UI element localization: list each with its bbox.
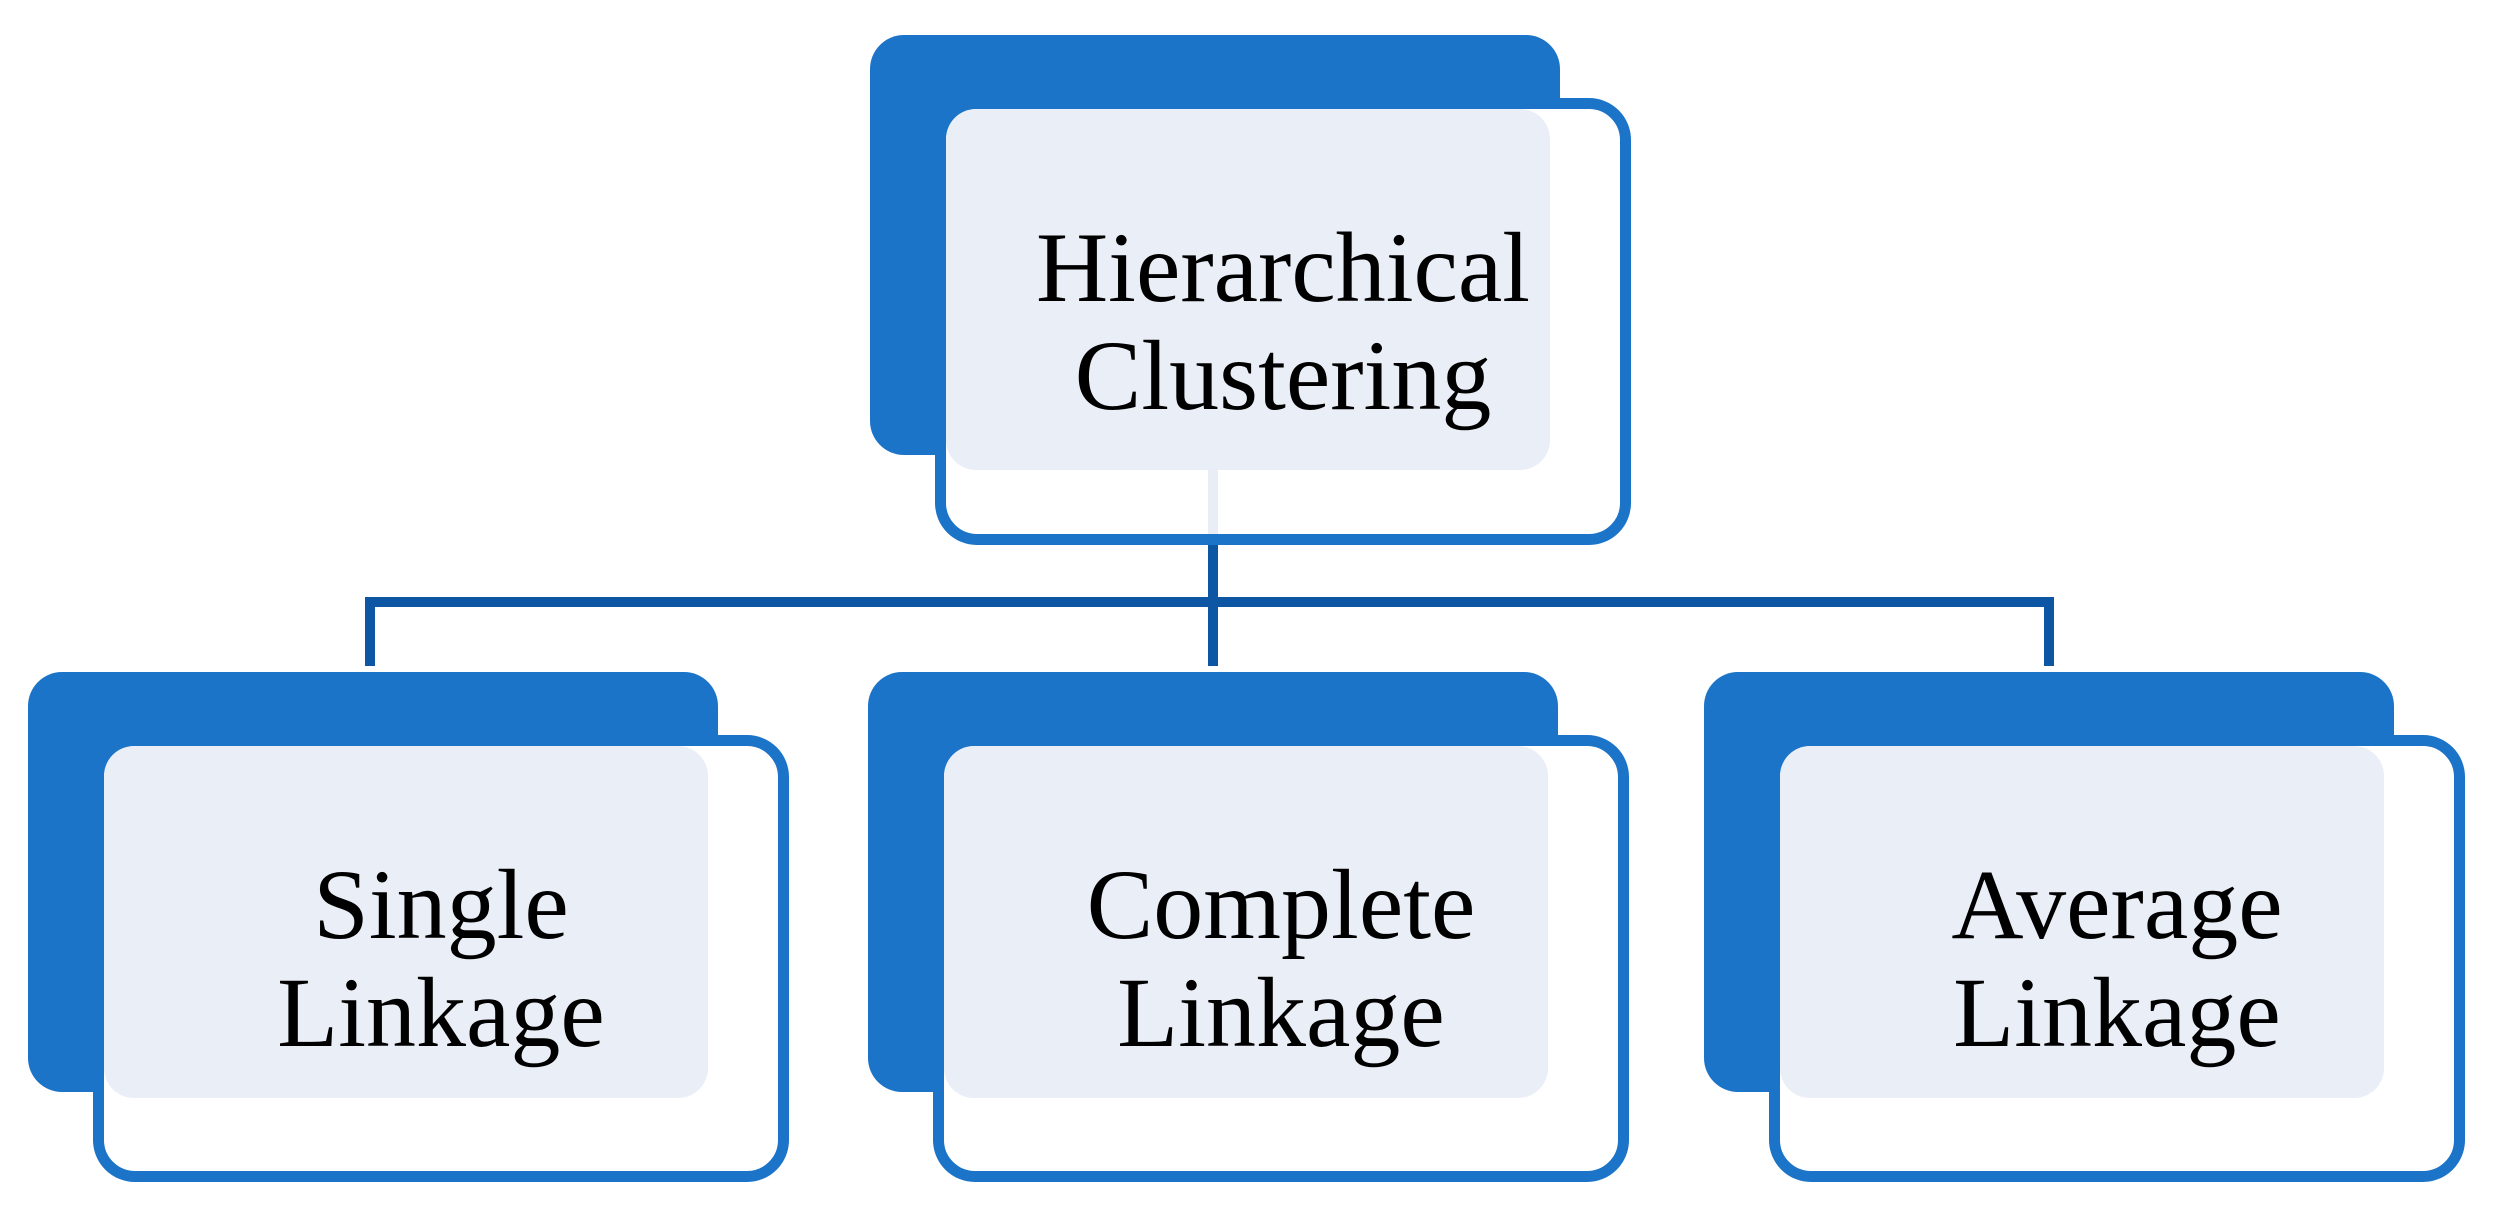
root-panel-shape — [946, 109, 1550, 470]
connector-root-vertical — [1208, 545, 1218, 607]
complete-linkage-label-line2: Linkage — [1117, 956, 1445, 1068]
root-label: Hierarchical Clustering — [935, 98, 1631, 545]
average-linkage-label-line2: Linkage — [1953, 956, 2281, 1068]
complete-linkage-label-line1: Complete — [1086, 848, 1476, 960]
connector-stub-average-linkage — [2044, 607, 2054, 666]
single-linkage-label-line1: Single — [313, 848, 569, 960]
single-linkage-label: Single Linkage — [93, 735, 789, 1182]
root-label-line1: Hierarchical — [1035, 211, 1531, 323]
single-linkage-label-line2: Linkage — [277, 956, 605, 1068]
connector-stub-complete-linkage — [1208, 607, 1218, 666]
average-linkage-panel-shape — [1780, 746, 2384, 1098]
average-linkage-label: Average Linkage — [1769, 735, 2465, 1182]
connector-stub-single-linkage — [365, 607, 375, 666]
connector-root-faint-segment — [1208, 470, 1218, 534]
root-label-line2: Clustering — [1074, 319, 1492, 431]
complete-linkage-label: Complete Linkage — [933, 735, 1629, 1182]
connector-horizontal-rail — [365, 597, 2054, 607]
average-linkage-label-line1: Average — [1951, 848, 2283, 960]
single-linkage-panel-shape — [104, 746, 708, 1098]
complete-linkage-panel-shape — [944, 746, 1548, 1098]
